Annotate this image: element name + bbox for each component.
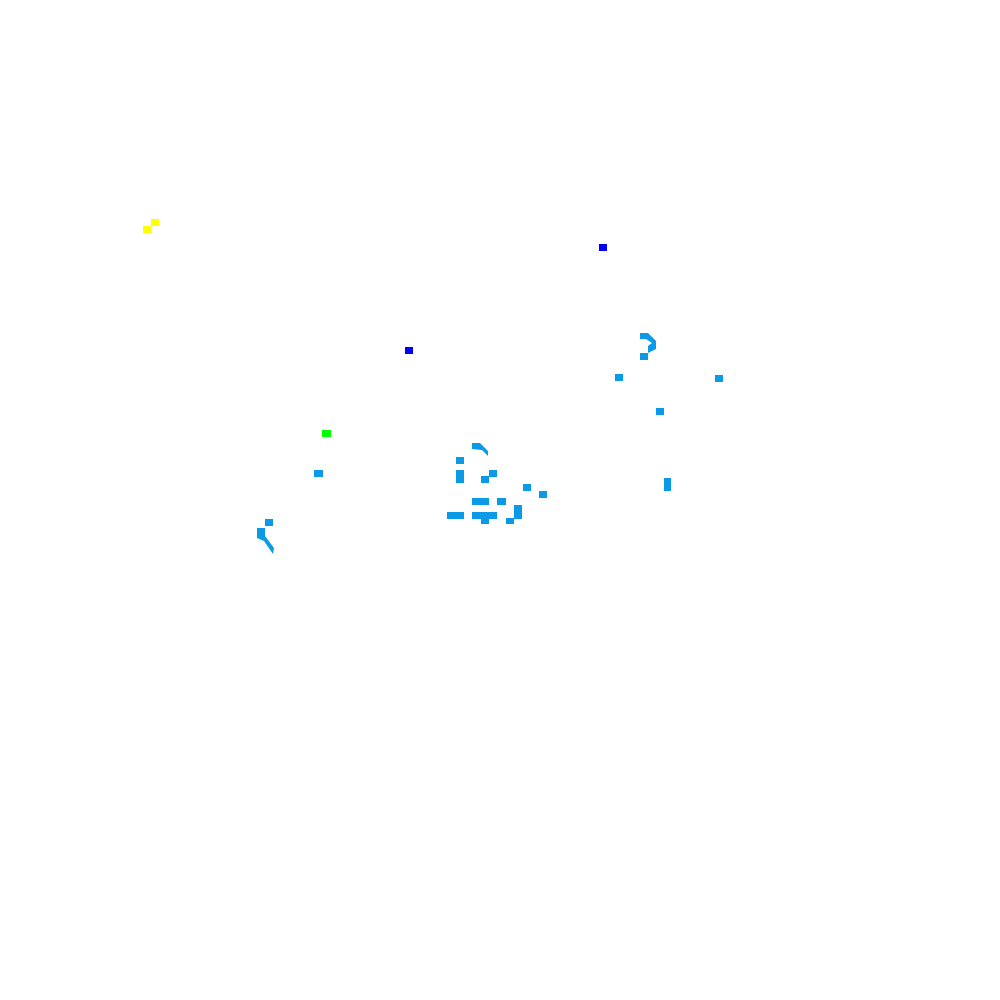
cyan-pixel <box>514 505 522 519</box>
blue-pixels <box>405 244 607 354</box>
yellow-pixel <box>143 226 151 233</box>
green-pixel <box>322 430 331 437</box>
cyan-pixel <box>715 375 723 382</box>
cyan-pixel <box>506 518 514 524</box>
cyan-pixel <box>539 491 547 498</box>
cyan-pixel <box>497 498 506 505</box>
blue-pixel <box>405 347 413 354</box>
cyan-pixel <box>489 470 497 477</box>
yellow-pixel-cluster <box>143 219 159 233</box>
cyan-pixel-cluster-left <box>257 470 323 554</box>
cyan-pixel-cluster-center <box>447 443 547 524</box>
cyan-pixel <box>456 470 464 483</box>
cyan-pixel <box>615 374 623 381</box>
cyan-hook-mark <box>640 333 656 353</box>
cyan-pixel <box>265 519 273 526</box>
cyan-pixel <box>664 478 671 491</box>
yellow-pixel <box>151 219 159 226</box>
blue-pixel <box>599 244 607 251</box>
cyan-pixel <box>472 512 497 519</box>
cyan-pixel-cluster-upper <box>615 333 723 491</box>
green-pixels <box>322 430 331 437</box>
cyan-pixel <box>314 470 323 477</box>
cyan-pixel <box>481 476 489 483</box>
cyan-pixel <box>456 457 464 464</box>
cyan-pixel <box>656 408 664 415</box>
cyan-pixel <box>472 498 489 505</box>
cyan-pixel <box>640 353 648 360</box>
cyan-pixel <box>481 518 489 524</box>
cyan-pixel <box>523 484 531 491</box>
cyan-hook-mark <box>257 528 274 554</box>
cyan-hook-mark <box>472 443 488 456</box>
cyan-pixel <box>447 512 464 519</box>
